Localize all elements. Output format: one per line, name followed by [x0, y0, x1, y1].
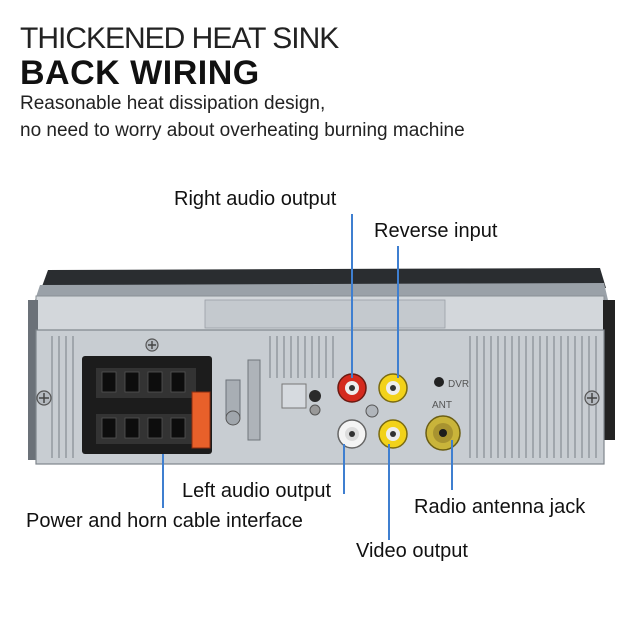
fuse [191, 391, 211, 449]
label-video-output: Video output [356, 540, 468, 562]
iso-pin [124, 417, 140, 439]
dvr-text: DVR [448, 379, 469, 390]
aux-jack [309, 390, 321, 402]
label-left-audio-output: Left audio output [182, 480, 332, 502]
label-power-horn-interface: Power and horn cable interface [26, 510, 303, 532]
top-screw-slot [148, 341, 156, 349]
left-ear [28, 300, 38, 460]
iso-pin [124, 371, 140, 393]
iso-pin [101, 371, 117, 393]
top-plate-label [204, 299, 446, 329]
iso-pin [101, 417, 117, 439]
subhead: BACK WIRING [20, 54, 260, 92]
aux-housing [281, 383, 307, 409]
right-ear [603, 300, 615, 440]
reverse-input-rca-pin [390, 385, 396, 391]
iso-pin [170, 417, 186, 439]
label-radio-antenna-jack: Radio antenna jack [414, 496, 586, 518]
left-audio-rca-pin [349, 431, 355, 437]
ground-screw [225, 410, 241, 426]
antenna-jack-center [439, 429, 447, 437]
iso-pin [170, 371, 186, 393]
right-screw-slot [587, 393, 597, 403]
ground-plate [247, 359, 261, 441]
callout-lines [162, 214, 453, 540]
label-right-audio-output: Right audio output [174, 188, 337, 210]
description-line-2: no need to worry about overheating burni… [20, 120, 465, 141]
video-output-rca-pin [390, 431, 396, 437]
description-line-1: Reasonable heat dissipation design, [20, 93, 326, 114]
ant-text: ANT [432, 400, 452, 411]
left-screw-slot [39, 393, 49, 403]
aux-screw [309, 404, 321, 416]
iso-pin [147, 371, 163, 393]
heat-sink-fins [51, 336, 597, 458]
iso-pin [147, 417, 163, 439]
headline: THICKENED HEAT SINK [20, 22, 339, 55]
dvr-port [434, 377, 444, 387]
center-screw [365, 404, 379, 418]
right-audio-rca-pin [349, 385, 355, 391]
label-reverse-input: Reverse input [374, 220, 498, 242]
iso-pins [101, 371, 186, 439]
